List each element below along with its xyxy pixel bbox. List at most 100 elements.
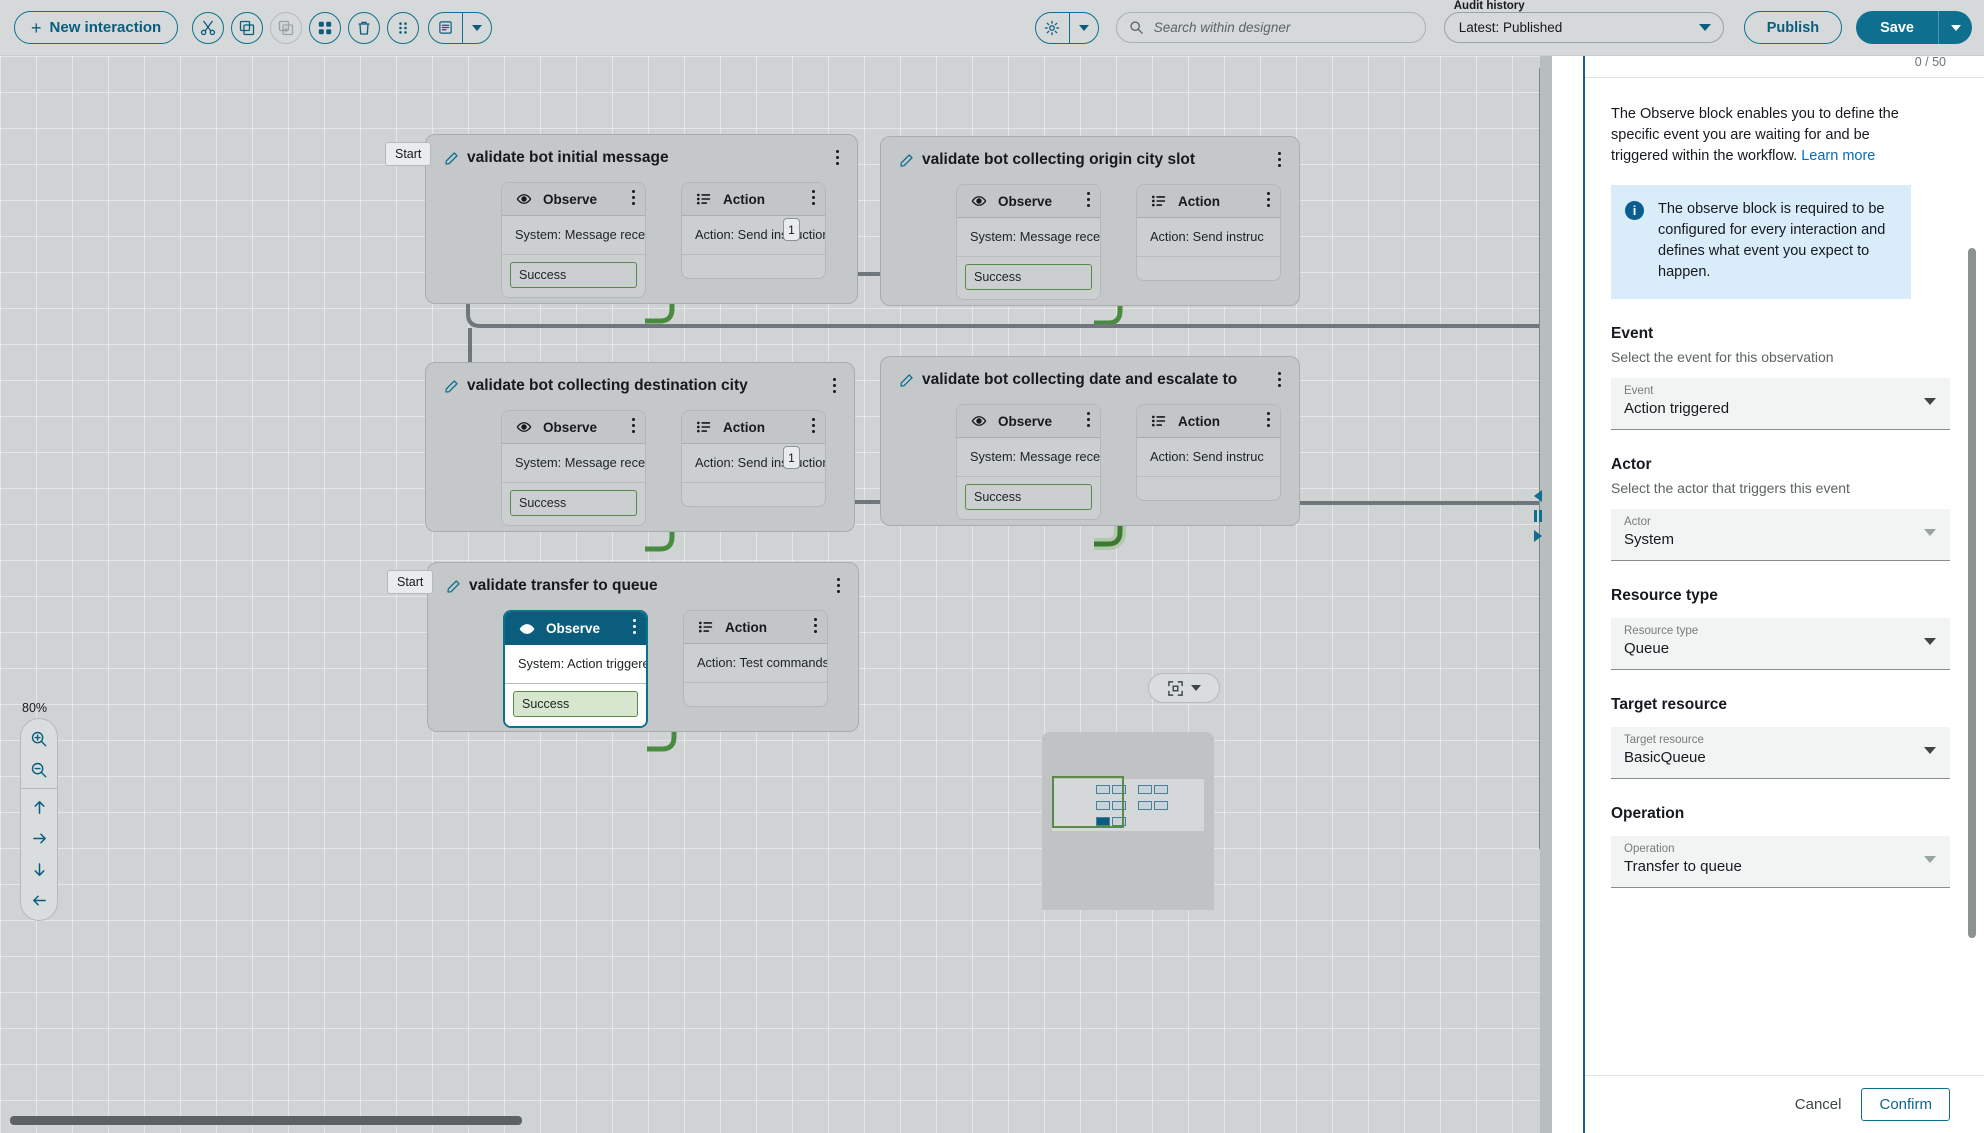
copy-icon[interactable] bbox=[231, 11, 264, 44]
pencil-icon[interactable] bbox=[444, 151, 459, 166]
block-header[interactable]: Observe bbox=[957, 405, 1100, 438]
pencil-icon[interactable] bbox=[444, 379, 459, 394]
block-overflow-menu-icon[interactable] bbox=[632, 418, 635, 433]
zoom-out-icon[interactable] bbox=[21, 754, 57, 785]
confirm-button[interactable]: Confirm bbox=[1861, 1088, 1950, 1121]
block-overflow-menu-icon[interactable] bbox=[812, 418, 815, 433]
panel-splitter[interactable] bbox=[1540, 56, 1552, 1133]
arrow-left-icon[interactable] bbox=[21, 885, 57, 916]
overflow-menu-icon[interactable] bbox=[829, 147, 845, 167]
interaction-card[interactable]: validate bot collecting origin city slot… bbox=[880, 136, 1300, 306]
gear-icon[interactable] bbox=[1036, 13, 1069, 43]
block-header[interactable]: Action bbox=[1137, 185, 1280, 218]
block-overflow-menu-icon[interactable] bbox=[814, 618, 817, 633]
fit-chevron-down-icon[interactable] bbox=[1191, 685, 1201, 691]
search-input[interactable] bbox=[1151, 19, 1413, 36]
audit-history-select[interactable]: Audit history Latest: Published bbox=[1443, 0, 1724, 43]
notes-icon[interactable] bbox=[429, 13, 462, 43]
pencil-icon[interactable] bbox=[446, 579, 461, 594]
block-header[interactable]: Observe bbox=[502, 411, 645, 444]
resource-type-select[interactable]: Resource type Queue bbox=[1611, 618, 1950, 671]
new-interaction-button[interactable]: + New interaction bbox=[14, 11, 179, 44]
block-overflow-menu-icon[interactable] bbox=[633, 619, 636, 634]
panel-scroll-region[interactable]: The Observe block enables you to define … bbox=[1585, 78, 1984, 1075]
grid-blocks-icon[interactable] bbox=[309, 11, 342, 44]
outcome-success-chip[interactable]: Success bbox=[510, 262, 637, 288]
save-chevron-down-icon[interactable] bbox=[1938, 11, 1972, 44]
settings-chevron-down-icon[interactable] bbox=[1068, 12, 1098, 43]
pencil-icon[interactable] bbox=[899, 373, 914, 388]
block-overflow-menu-icon[interactable] bbox=[812, 190, 815, 205]
block-header[interactable]: Observe bbox=[957, 185, 1100, 218]
fit-to-screen-button[interactable] bbox=[1148, 673, 1220, 703]
block-overflow-menu-icon[interactable] bbox=[632, 190, 635, 205]
outcome-success-chip[interactable]: Success bbox=[510, 490, 637, 516]
cancel-button[interactable]: Cancel bbox=[1789, 1088, 1848, 1121]
block-outcome-container: Success bbox=[502, 255, 645, 297]
cut-icon[interactable] bbox=[192, 11, 225, 44]
block-header[interactable]: Action bbox=[682, 183, 825, 216]
block-overflow-menu-icon[interactable] bbox=[1267, 192, 1270, 207]
event-chevron-down-icon[interactable] bbox=[1924, 398, 1936, 406]
overflow-menu-icon[interactable] bbox=[830, 575, 846, 595]
minimap[interactable] bbox=[1042, 732, 1214, 910]
canvas-horizontal-scrollbar[interactable] bbox=[10, 1116, 522, 1125]
triangle-left-icon[interactable] bbox=[1534, 490, 1542, 502]
search-container[interactable] bbox=[1115, 12, 1426, 43]
delete-trash-icon[interactable] bbox=[348, 11, 381, 44]
interaction-card[interactable]: validate bot collecting date and escalat… bbox=[880, 356, 1300, 526]
grip-icon[interactable] bbox=[1534, 510, 1542, 522]
outcome-success-chip[interactable]: Success bbox=[513, 691, 638, 717]
block-header[interactable]: Action bbox=[682, 411, 825, 444]
block-overflow-menu-icon[interactable] bbox=[1087, 192, 1090, 207]
block-header[interactable]: Action bbox=[1137, 405, 1280, 438]
overflow-menu-icon[interactable] bbox=[1271, 149, 1287, 169]
publish-button[interactable]: Publish bbox=[1743, 11, 1843, 44]
save-button[interactable]: Save bbox=[1856, 11, 1938, 44]
overflow-menu-icon[interactable] bbox=[826, 375, 842, 395]
zoom-in-icon[interactable] bbox=[21, 723, 57, 754]
drag-dots-icon[interactable] bbox=[387, 11, 420, 44]
target-resource-select[interactable]: Target resource BasicQueue bbox=[1611, 727, 1950, 780]
resource-type-chevron-down-icon[interactable] bbox=[1924, 638, 1936, 646]
audit-history-chevron-down-icon[interactable] bbox=[1698, 24, 1711, 31]
block-type-label: Action bbox=[723, 191, 765, 207]
event-select[interactable]: Event Action triggered bbox=[1611, 378, 1950, 431]
connector-count-badge[interactable]: 1 bbox=[783, 446, 800, 469]
notes-chevron-down-icon[interactable] bbox=[462, 12, 491, 43]
panel-vertical-scrollbar[interactable] bbox=[1968, 248, 1976, 938]
arrow-down-icon[interactable] bbox=[21, 854, 57, 885]
overflow-menu-icon[interactable] bbox=[1271, 369, 1287, 389]
outcome-success-chip[interactable]: Success bbox=[965, 484, 1092, 510]
arrow-right-icon[interactable] bbox=[21, 823, 57, 854]
triangle-right-icon[interactable] bbox=[1534, 530, 1542, 542]
pencil-icon[interactable] bbox=[899, 153, 914, 168]
section-title-target-resource: Target resource bbox=[1611, 696, 1728, 714]
interaction-card-title: validate bot initial message bbox=[426, 135, 857, 167]
block-overflow-menu-icon[interactable] bbox=[1267, 412, 1270, 427]
outcome-success-chip[interactable]: Success bbox=[965, 264, 1092, 290]
block-header[interactable]: Action bbox=[684, 611, 827, 644]
block-header[interactable]: Observe bbox=[505, 612, 646, 645]
arrow-up-icon[interactable] bbox=[21, 792, 57, 823]
block-header[interactable]: Observe bbox=[502, 183, 645, 216]
audit-history-field[interactable]: Latest: Published bbox=[1443, 12, 1724, 43]
target-resource-chevron-down-icon[interactable] bbox=[1924, 747, 1936, 755]
block-overflow-menu-icon[interactable] bbox=[1087, 412, 1090, 427]
workflow-canvas[interactable]: 80% bbox=[0, 56, 1552, 1133]
minimap-viewport[interactable] bbox=[1052, 776, 1124, 828]
divider bbox=[21, 788, 57, 789]
connector-count-badge[interactable]: 1 bbox=[783, 218, 800, 241]
learn-more-link[interactable]: Learn more bbox=[1801, 148, 1876, 165]
